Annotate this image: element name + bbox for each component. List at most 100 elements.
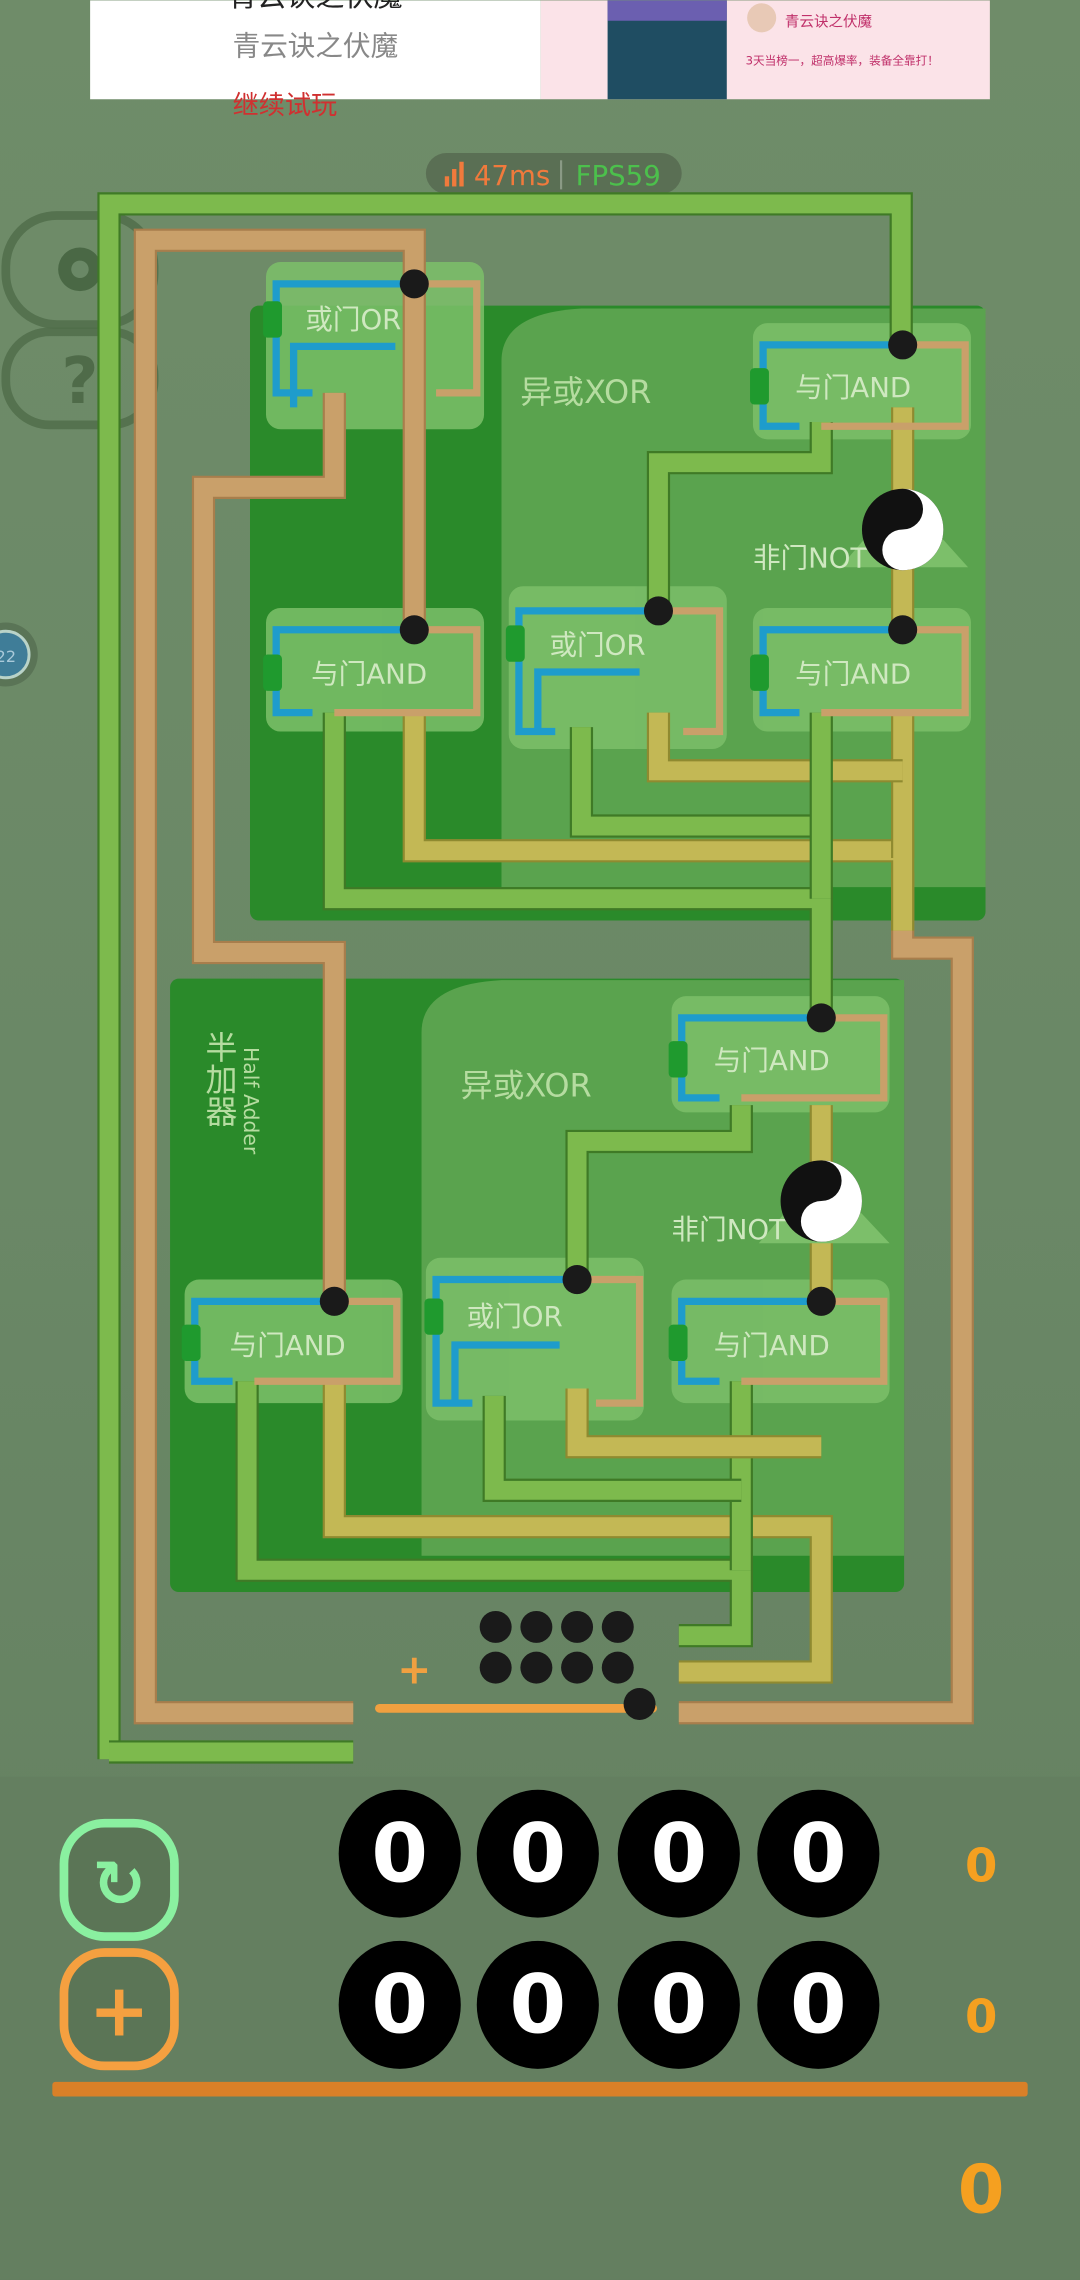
bit-disc (338, 1789, 461, 1918)
svg-text:与门AND: 与门AND (795, 658, 911, 691)
plus-icon: + (397, 1646, 431, 1694)
help-icon: ? (61, 345, 98, 419)
output-ball (399, 615, 429, 645)
bit-disc (757, 1789, 880, 1918)
upper-xor-label: 异或XOR (520, 373, 651, 411)
bit-toggle-row2-3[interactable]: 0 (757, 1940, 880, 2069)
bit-value: 0 (790, 1806, 847, 1901)
ad-subtitle: 青云诀之伏魔 (233, 30, 399, 63)
settings-button[interactable] (1, 211, 159, 329)
ad-avatar (747, 3, 777, 33)
bit-disc (476, 1789, 599, 1918)
ad-banner[interactable]: 青云诀之伏魔 青云诀之伏魔 继续试玩 青云诀之伏魔 3天当榜一，超高爆率，装备全… (90, 0, 990, 121)
ad-cta[interactable]: 继续试玩 (233, 91, 338, 121)
add-button[interactable]: + (59, 1948, 179, 2071)
reset-icon: ↻ (92, 1848, 146, 1922)
svg-text:非门NOT: 非门NOT (672, 1213, 787, 1246)
bit-value: 0 (790, 1957, 847, 2052)
battery-icon (668, 1324, 688, 1361)
battery-icon (181, 1324, 201, 1361)
bit-value: 0 (651, 1957, 708, 2052)
bit-value: 0 (510, 1806, 567, 1901)
output-ball (399, 269, 429, 299)
network-status: 47ms FPS59 (425, 153, 682, 194)
svg-text:与门AND: 与门AND (714, 1329, 830, 1362)
battery-icon (668, 1041, 688, 1078)
gate-or-3[interactable]: 或门OR (424, 1265, 644, 1407)
gate-and-6[interactable]: 与门AND (181, 1286, 401, 1385)
row1-result: 0 (965, 1838, 997, 1892)
gate-and-2[interactable]: 与门AND (750, 330, 969, 430)
gate-and-1[interactable]: 与门AND (263, 615, 481, 717)
output-ball (888, 330, 918, 360)
battery-icon (424, 1298, 444, 1335)
battery-icon (263, 654, 282, 691)
bit-toggle-row1-2[interactable]: 0 (617, 1789, 740, 1918)
battery-icon (505, 625, 525, 662)
wires (97, 192, 974, 1764)
sum-result: 0 (958, 2151, 1005, 2229)
ad-tagline: 3天当榜一，超高爆率，装备全靠打！ (746, 53, 939, 67)
battery-icon (750, 368, 769, 405)
svg-text:与门AND: 与门AND (714, 1044, 830, 1077)
gate-not-2[interactable]: 非门NOT (672, 1160, 890, 1246)
bit-value: 0 (651, 1806, 708, 1901)
bit-toggle-row1-3[interactable]: 0 (757, 1789, 880, 1918)
gate-boxes (184, 262, 971, 1421)
reset-button[interactable]: ↻ (59, 1818, 179, 1941)
row2-result: 0 (965, 1989, 997, 2043)
ping-text: 47ms (474, 159, 550, 192)
bit-disc (338, 1940, 461, 2069)
bit-toggle-row1-0[interactable]: 0 (338, 1789, 461, 1918)
svg-text:或门OR: 或门OR (549, 629, 645, 662)
ad-app-name: 青云诀之伏魔 (785, 14, 872, 31)
output-ball (806, 1286, 836, 1316)
battery-icon (263, 301, 282, 338)
adder-track (375, 1703, 658, 1713)
lower-xor-label: 异或XOR (461, 1066, 592, 1104)
output-ball (806, 1003, 836, 1033)
plus-icon: + (89, 1969, 150, 2053)
bit-value: 0 (510, 1957, 567, 2052)
help-button[interactable]: ? (1, 327, 159, 430)
gate-not-1[interactable]: 非门NOT (753, 488, 969, 574)
svg-text:非门NOT: 非门NOT (753, 541, 868, 574)
svg-text:与门AND: 与门AND (230, 1329, 346, 1362)
output-ball (643, 596, 674, 626)
gate-or-2[interactable]: 或门OR (505, 596, 724, 736)
sum-divider (52, 2081, 1028, 2097)
gate-and-4[interactable]: 与门AND (668, 1003, 888, 1102)
gate-and-3[interactable]: 与门AND (750, 615, 969, 717)
output-ball (562, 1265, 592, 1295)
fps-text: FPS59 (576, 159, 661, 192)
ad-title: 青云诀之伏魔 (228, 0, 402, 13)
level-badge[interactable]: 22 (0, 622, 38, 687)
battery-icon (750, 654, 769, 691)
svg-text:或门OR: 或门OR (467, 1300, 563, 1333)
signal-icon (444, 176, 450, 187)
svg-text:或门OR: 或门OR (305, 303, 401, 336)
gate-or-1[interactable]: 或门OR (263, 269, 481, 408)
bit-disc (617, 1940, 740, 2069)
bit-disc (757, 1940, 880, 2069)
svg-text:与门AND: 与门AND (795, 371, 911, 404)
ball-tray: + (375, 1610, 658, 1720)
output-ball (888, 615, 918, 645)
bit-toggle-row2-0[interactable]: 0 (338, 1940, 461, 2069)
bit-disc (476, 1940, 599, 2069)
output-ball (319, 1286, 349, 1316)
rolling-ball (623, 1687, 656, 1720)
svg-text:与门AND: 与门AND (311, 658, 427, 691)
bit-disc (617, 1789, 740, 1918)
svg-text:22: 22 (0, 647, 16, 666)
bit-value: 0 (371, 1957, 428, 2052)
half-adder-label: 半加器 Half Adder (200, 1031, 263, 1155)
gate-and-5[interactable]: 与门AND (668, 1286, 888, 1385)
bit-toggle-row1-1[interactable]: 0 (476, 1789, 599, 1918)
bit-toggle-row2-1[interactable]: 0 (476, 1940, 599, 2069)
bit-value: 0 (371, 1806, 428, 1901)
svg-text:Half Adder: Half Adder (239, 1047, 263, 1155)
svg-text:半加器: 半加器 (200, 1031, 238, 1127)
bit-toggle-row2-2[interactable]: 0 (617, 1940, 740, 2069)
